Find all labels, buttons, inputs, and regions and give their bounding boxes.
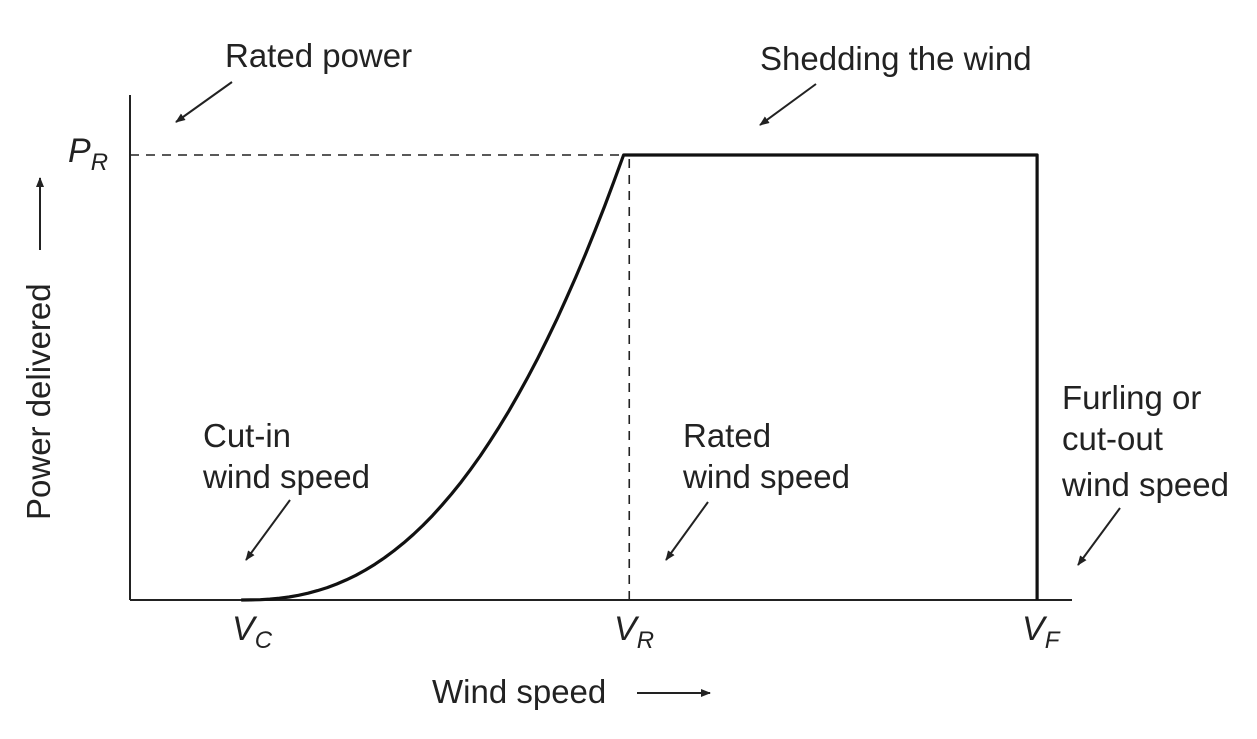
- x-tick-label-vr: VR: [614, 610, 654, 654]
- x-tick-label-vc: VC: [232, 610, 273, 654]
- y-axis-label: Power delivered: [20, 283, 57, 520]
- annotation-rated-wind-arrow: [665, 501, 709, 561]
- annotation-cut-in-line-2: wind speed: [202, 458, 370, 495]
- annotation-rated-power-arrow: [175, 81, 233, 123]
- x-tick-label-vf: VF: [1022, 610, 1061, 654]
- annotation-rated-power: Rated power: [225, 37, 412, 74]
- annotation-shedding-arrow: [759, 83, 817, 126]
- annotation-furling-line-1: Furling or: [1062, 379, 1201, 416]
- annotation-furling-line-3: wind speed: [1061, 466, 1229, 503]
- annotation-cut-in-line-1: Cut-in: [203, 417, 291, 454]
- annotation-furling-line-2: cut-out: [1062, 420, 1163, 457]
- annotation-rated-wind-line-1: Rated: [683, 417, 771, 454]
- annotation-furling-arrow: [1077, 507, 1121, 566]
- power-curve-line: [241, 153, 1039, 602]
- annotation-shedding-the-wind: Shedding the wind: [760, 40, 1032, 77]
- annotation-rated-wind-line-2: wind speed: [682, 458, 850, 495]
- y-tick-label-pr: PR: [68, 132, 108, 176]
- x-axis-label: Wind speed: [432, 673, 606, 710]
- annotation-cut-in-arrow: [245, 499, 291, 561]
